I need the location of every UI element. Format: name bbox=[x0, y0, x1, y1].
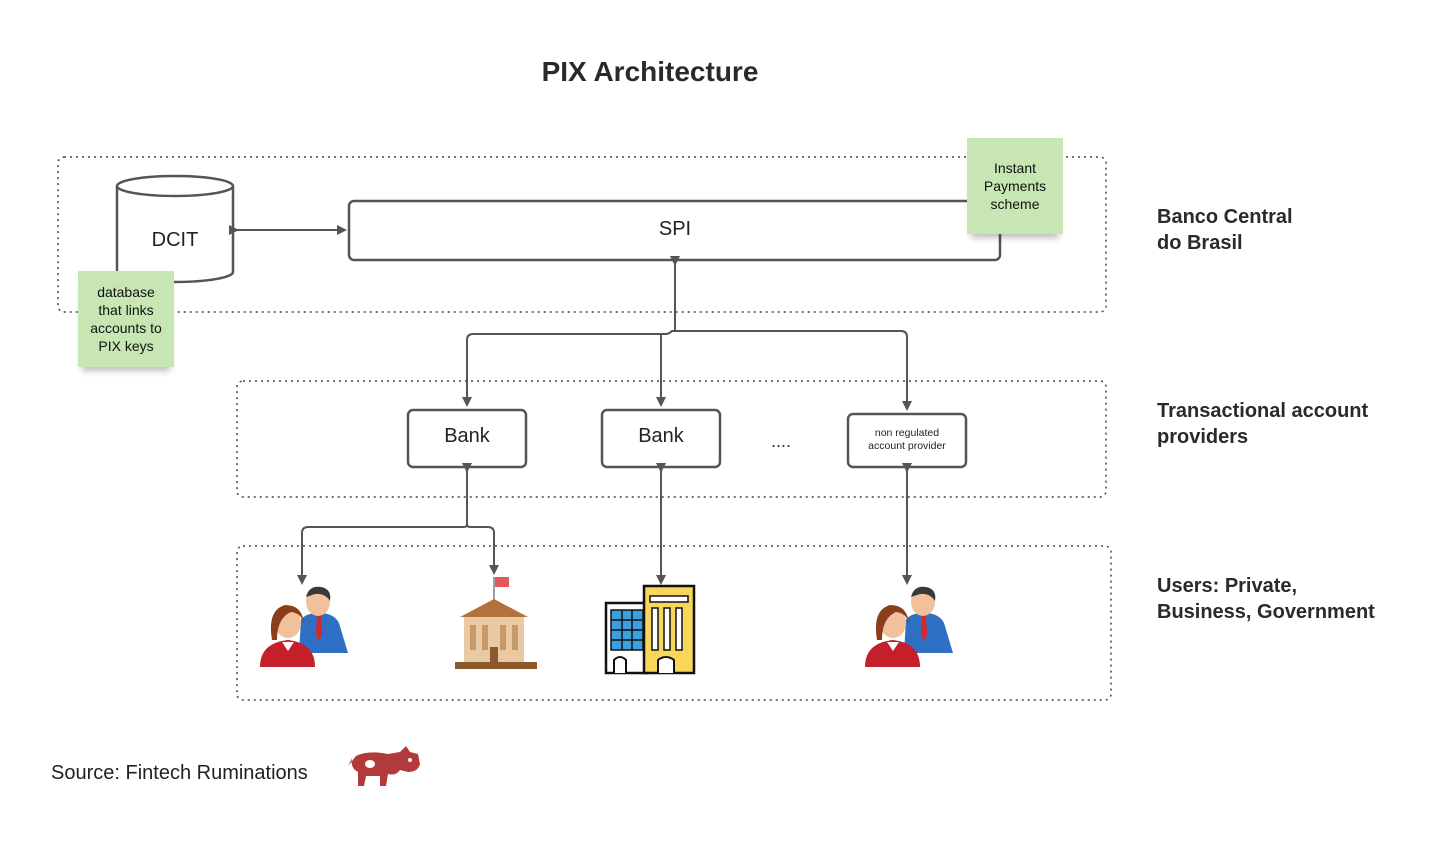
users-zone bbox=[236, 545, 1112, 701]
spi-sticky-note: Instant Payments scheme bbox=[967, 138, 1063, 234]
dcit-sticky-note: database that links accounts to PIX keys bbox=[78, 271, 174, 367]
people-icon bbox=[260, 586, 348, 667]
dcit-database: DCIT bbox=[115, 174, 235, 284]
central-bank-zone bbox=[57, 156, 1107, 313]
spi-box: SPI bbox=[347, 199, 1002, 262]
cow-logo-icon bbox=[348, 746, 420, 786]
people-icon bbox=[865, 586, 953, 667]
government-building-icon bbox=[455, 577, 537, 669]
non-regulated-provider-box: non regulated account provider bbox=[846, 412, 968, 469]
non-regulated-label-line2: account provider bbox=[868, 440, 946, 452]
providers-zone-label: Transactional account providers bbox=[1157, 400, 1369, 448]
bank-box-2: Bank bbox=[600, 408, 722, 469]
users-zone-label: Users: Private, Business, Government bbox=[1157, 575, 1375, 623]
source-caption: Source: Fintech Ruminations bbox=[51, 762, 308, 784]
bank-label-1: Bank bbox=[444, 425, 491, 447]
page-title: PIX Architecture bbox=[541, 56, 759, 87]
spi-to-providers-connectors bbox=[462, 256, 912, 411]
non-regulated-label-line1: non regulated bbox=[875, 427, 939, 439]
bank-box-1: Bank bbox=[406, 408, 528, 469]
ellipsis-label: .... bbox=[771, 431, 791, 451]
central-bank-zone-label: Banco Central do Brasil bbox=[1157, 206, 1293, 254]
spi-label: SPI bbox=[659, 218, 691, 240]
office-buildings-icon bbox=[604, 584, 696, 675]
providers-zone bbox=[236, 380, 1107, 498]
dcit-label: DCIT bbox=[152, 229, 199, 251]
bank-label-2: Bank bbox=[638, 425, 685, 447]
providers-to-users-connectors bbox=[297, 463, 912, 585]
